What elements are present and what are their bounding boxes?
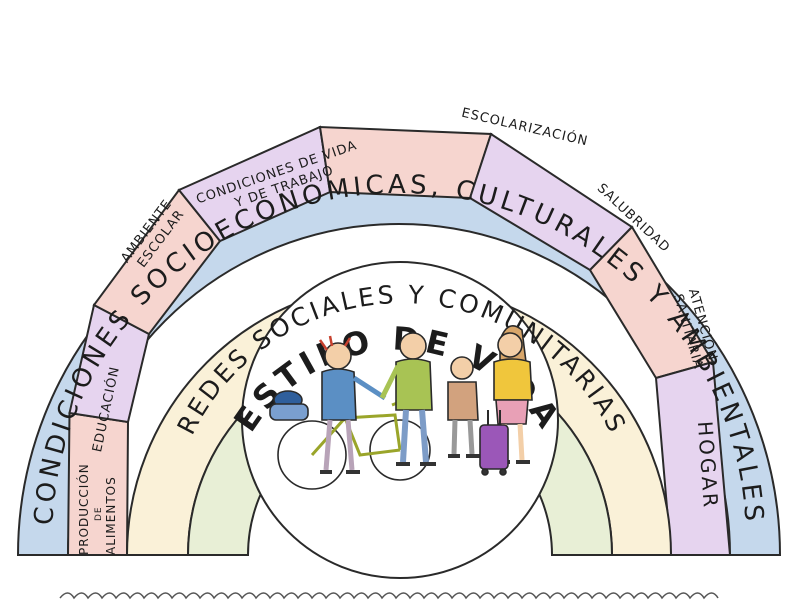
people-illustration: [269, 324, 533, 490]
person-4: [493, 324, 533, 464]
person-3: [447, 356, 480, 458]
person-2: [379, 332, 436, 466]
person-1: [318, 335, 387, 474]
suitcase-icon: [479, 410, 509, 476]
bicycle-icon: [277, 398, 431, 490]
ground-scribble: [59, 592, 719, 600]
backpack-icon: [269, 403, 309, 421]
segment-band: [66, 125, 732, 556]
label-produccion: PRODUCCIÓN DE ALIMENTOS: [76, 458, 118, 555]
